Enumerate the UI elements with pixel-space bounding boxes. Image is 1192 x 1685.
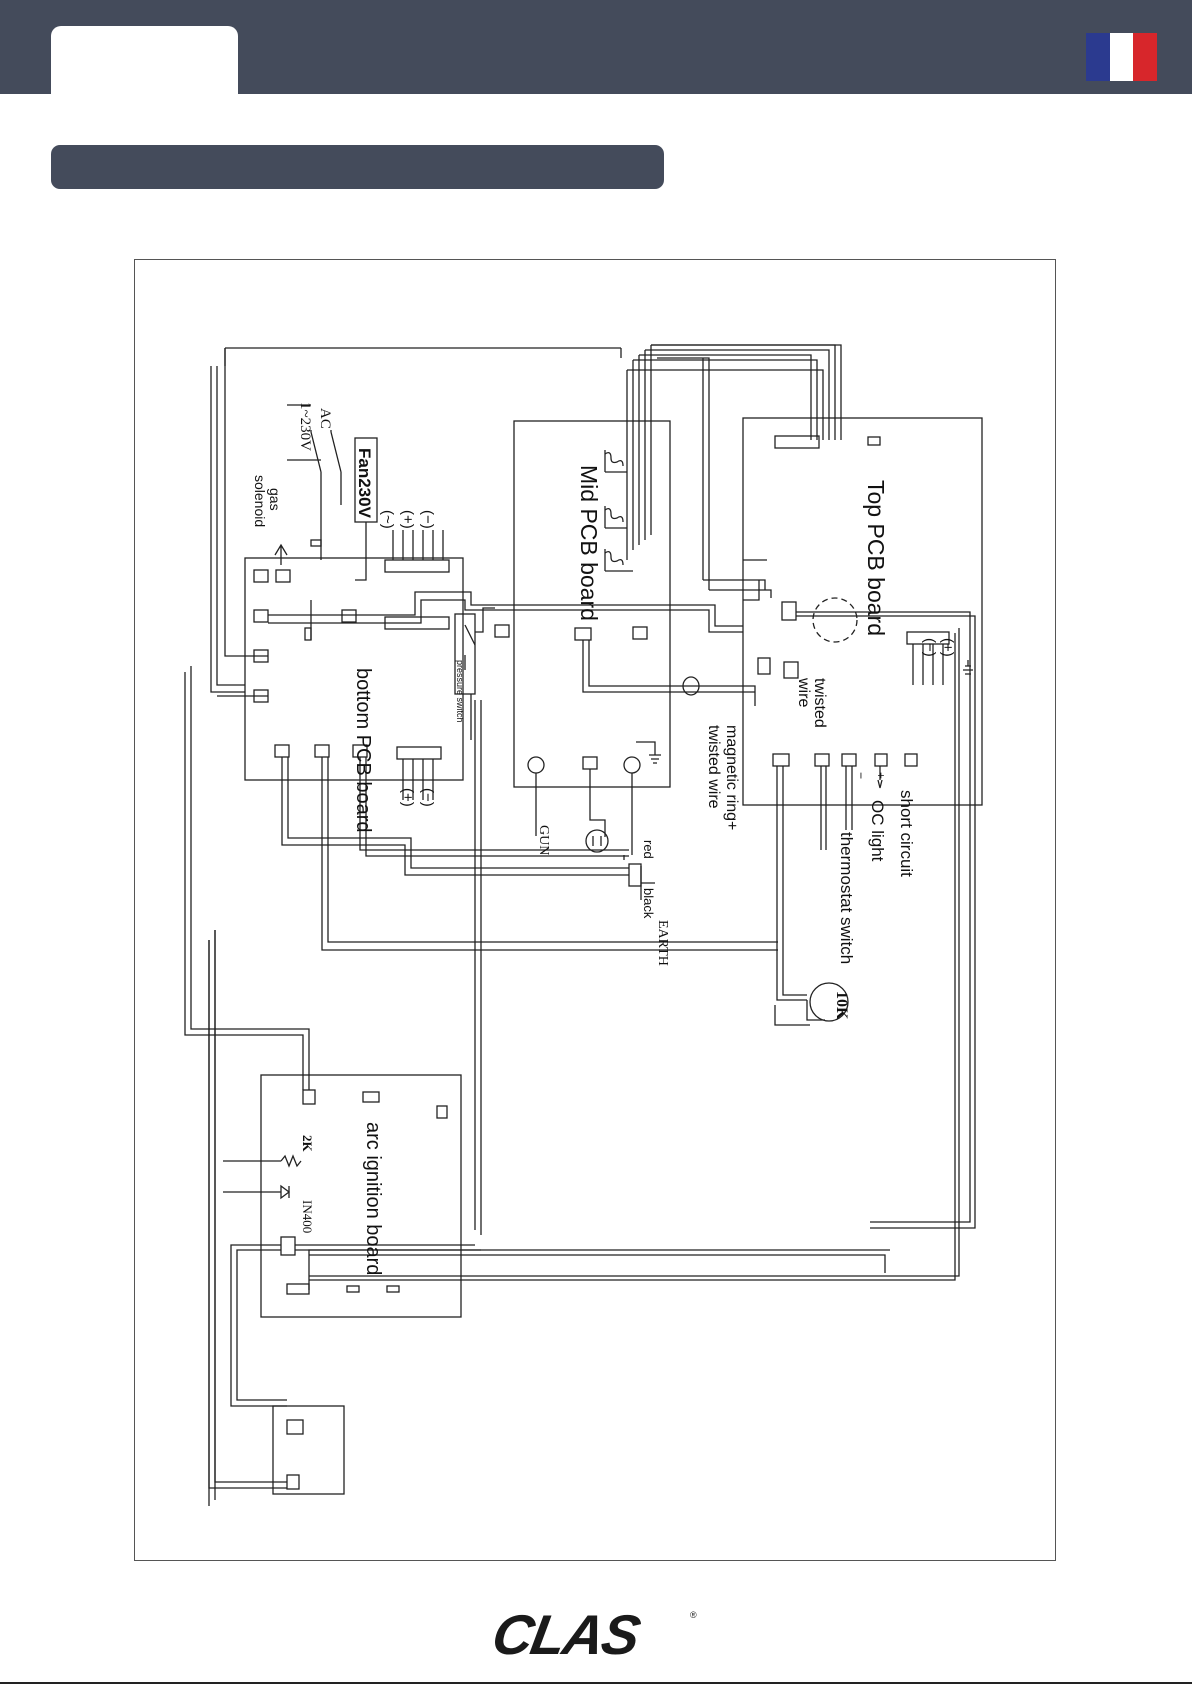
gas-label: gas <box>267 488 283 511</box>
oc-minus-label: − <box>854 772 868 779</box>
red-label: red <box>641 840 656 859</box>
magnetic-ring-label: magnetic ring+ <box>723 725 740 830</box>
flag-stripe-red <box>1133 33 1157 81</box>
gun-label: GUN <box>536 825 551 855</box>
bottom-terminal-minus: (−) <box>419 788 436 807</box>
thermistor-label: 10K <box>833 991 850 1020</box>
resistor-label: 2K <box>300 1135 315 1153</box>
terminal-tilde: (~) <box>379 510 396 529</box>
twisted-wire-long-label: twisted wire <box>705 725 722 809</box>
clas-logo: CLAS ® <box>494 1608 700 1662</box>
wiring-diagram-svg: AC 1~230V gas solenoid Fan230V (~) (+) (… <box>135 260 1057 1562</box>
logo-text: CLAS <box>494 1608 646 1662</box>
flag-stripe-blue <box>1086 33 1110 81</box>
terminal-plus: (+) <box>399 510 416 529</box>
mid-pcb-label: Mid PCB board <box>576 465 602 621</box>
oc-light-label: OC light <box>868 800 887 862</box>
black-label: black <box>641 888 656 919</box>
french-flag-icon <box>1086 33 1157 81</box>
bottom-rule <box>0 1682 1192 1684</box>
flag-stripe-white <box>1110 33 1134 81</box>
section-title-bar <box>51 145 664 189</box>
fan-label: Fan230V <box>355 448 374 519</box>
earth-label: EARTH <box>655 920 670 966</box>
top-terminal-plus: (+) <box>939 638 956 657</box>
bottom-pcb-label: bottom PCB board <box>352 668 374 833</box>
top-terminal-minus: (−) <box>921 638 938 657</box>
thermostat-label: thermostat switch <box>837 832 856 964</box>
pressure-switch-label: pressure switch <box>455 660 465 723</box>
bottom-terminal-plus: (+) <box>399 788 416 807</box>
diode-label: IN400 <box>300 1200 315 1233</box>
header-tab <box>51 26 238 94</box>
solenoid-label: solenoid <box>252 475 268 527</box>
voltage-label: 1~230V <box>297 402 313 451</box>
short-circuit-label: short circuit <box>897 790 916 877</box>
aux-board-outline <box>273 1406 344 1494</box>
logo-trademark: ® <box>690 1610 697 1620</box>
top-pcb-label: Top PCB board <box>863 480 889 636</box>
wire-label: wire <box>795 677 812 707</box>
arc-ignition-label: arc ignition board <box>362 1122 384 1275</box>
ac-label: AC <box>317 408 333 429</box>
oc-plus-label: + <box>874 772 888 779</box>
arc-ignition-outline <box>261 1075 461 1317</box>
terminal-minus: (−) <box>419 510 436 529</box>
wiring-diagram: AC 1~230V gas solenoid Fan230V (~) (+) (… <box>134 259 1056 1561</box>
twisted-label: twisted <box>811 678 828 728</box>
twisted-wire-loop <box>813 598 857 642</box>
